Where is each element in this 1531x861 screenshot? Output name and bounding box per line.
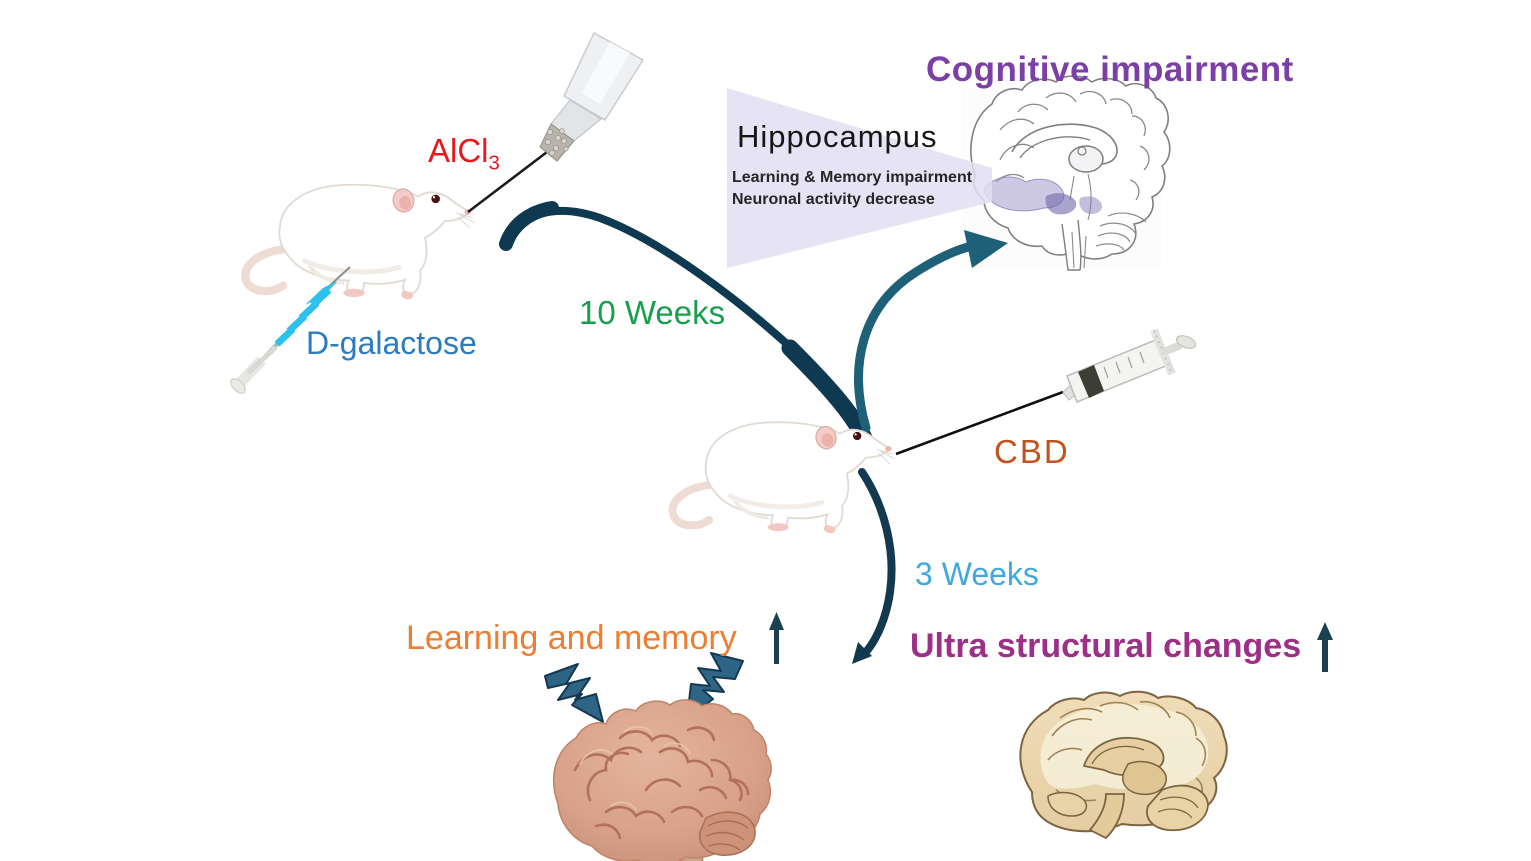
pink-cerebellum <box>698 811 756 856</box>
tan-thalamus <box>1122 760 1167 796</box>
rat-model-icon <box>245 185 474 299</box>
tan-brainstem <box>1088 793 1125 840</box>
label-d-galactose: D-galactose <box>306 325 477 361</box>
hippocampus-highlight-right <box>1079 196 1103 215</box>
syringe-alcl3-icon <box>467 31 645 214</box>
label-ultra-structural-changes: Ultra structural changes <box>910 627 1302 665</box>
brain-tan-icon <box>1019 690 1228 840</box>
label-alcl3-main: AlCl <box>428 132 489 169</box>
label-cognitive-impairment: Cognitive impairment <box>926 50 1294 89</box>
hippocampus-panel-line2: Neuronal activity decrease <box>732 191 935 208</box>
hippocampus-panel-beam <box>727 88 992 268</box>
hippocampus-panel-line1: Learning & Memory impairment <box>732 169 973 186</box>
label-alcl3-sub: 3 <box>488 151 500 175</box>
hippocampus-highlight-dark <box>1045 193 1077 215</box>
label-learning-and-memory: Learning and memory <box>406 619 737 657</box>
increase-arrow-ultra-icon <box>1317 622 1333 672</box>
label-10-weeks: 10 Weeks <box>579 294 726 331</box>
label-alcl3: AlCl3 <box>428 132 500 175</box>
brain-pink-icon <box>553 699 772 861</box>
curved-arrow-to-brain-icon <box>854 230 1008 433</box>
syringe-dgalactose-icon <box>230 266 351 394</box>
brain-lineart-icon <box>961 75 1171 271</box>
hippocampus-panel-title: Hippocampus <box>737 119 938 154</box>
tan-cerebellum <box>1146 784 1209 832</box>
increase-arrow-learning-icon <box>769 612 784 664</box>
label-cbd: CBD <box>994 433 1070 470</box>
swoosh-arrow-10-weeks-icon <box>499 201 878 452</box>
curved-arrow-3-weeks-icon <box>852 468 896 664</box>
label-3-weeks: 3 Weeks <box>915 556 1039 592</box>
lightning-bolt-left-icon <box>544 663 604 723</box>
syringe-cbd-icon <box>895 328 1197 456</box>
